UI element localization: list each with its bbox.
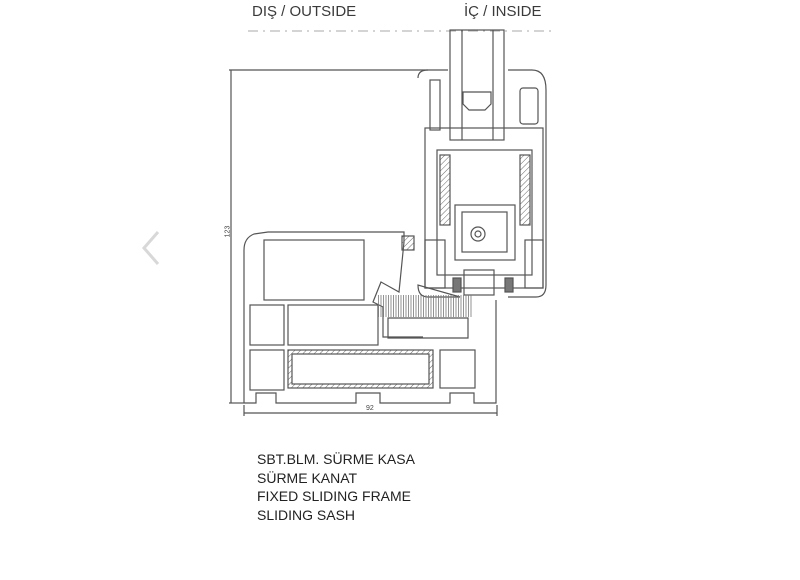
outside-label: DIŞ / OUTSIDE [252,3,357,20]
width-dimension: 92 [366,405,374,412]
legend-line: FIXED SLIDING FRAME [257,488,412,504]
profile-legend: SBT.BLM. SÜRME KASA SÜRME KANAT FIXED SL… [257,450,415,524]
legend-line: SÜRME KANAT [257,469,358,486]
legend-line: SLIDING SASH [257,506,356,523]
chevron-left-icon [142,231,160,265]
inside-label: İÇ / INSIDE [464,3,542,20]
legend-line: SBT.BLM. SÜRME KASA [257,451,415,467]
height-dimension: 123 [224,225,232,238]
previous-image-button[interactable] [136,228,166,268]
